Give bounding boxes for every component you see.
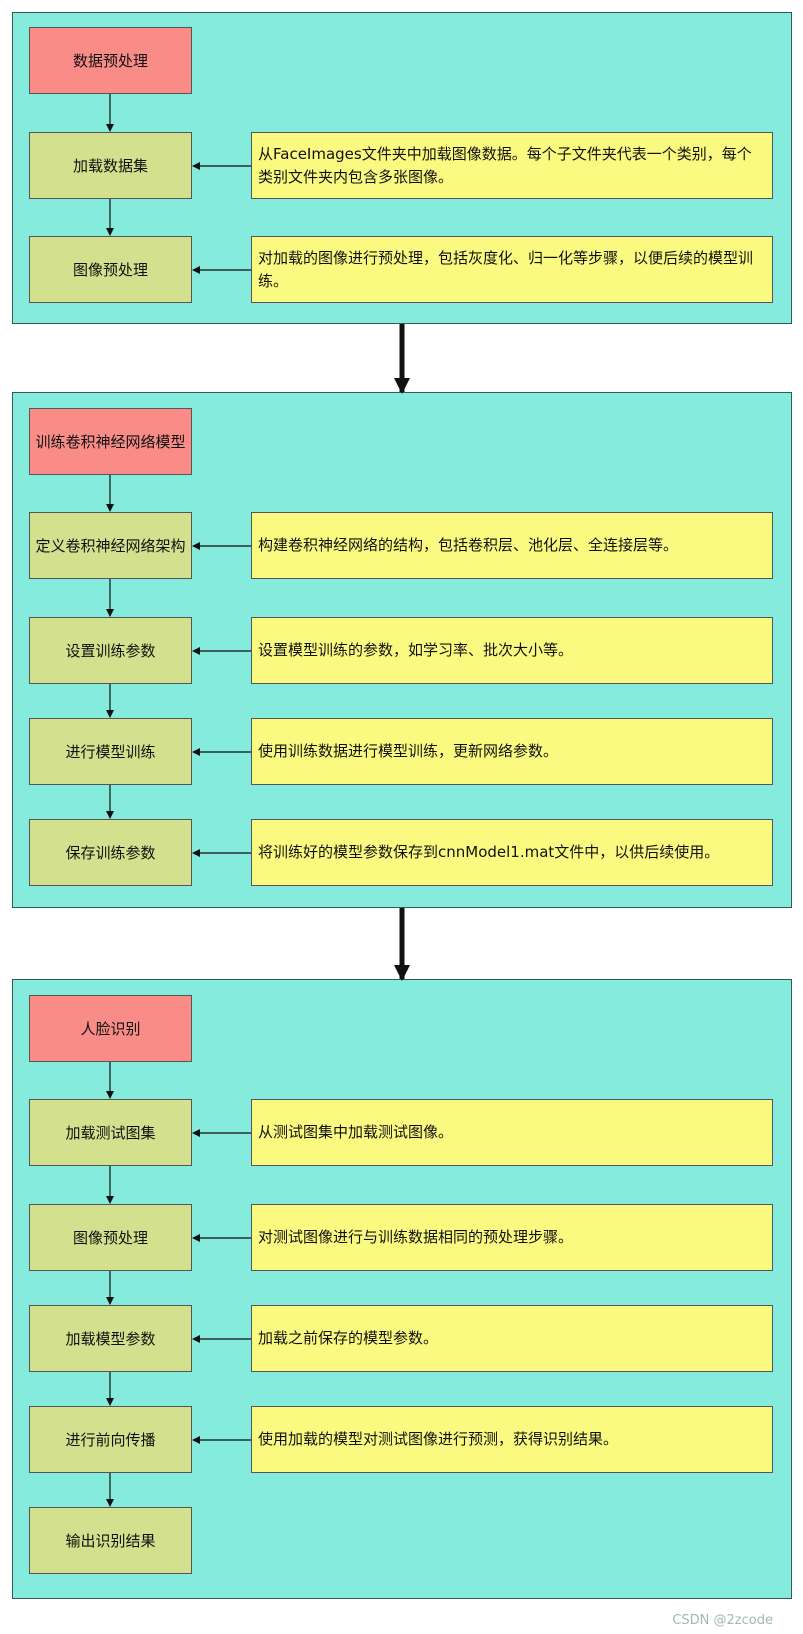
section-face-recognition: [12, 979, 792, 1599]
step-description: 设置模型训练的参数，如学习率、批次大小等。: [251, 617, 773, 684]
step-forward-propagation: 进行前向传播: [29, 1406, 192, 1473]
step-define-architecture: 定义卷积神经网络架构: [29, 512, 192, 579]
step-description: 构建卷积神经网络的结构，包括卷积层、池化层、全连接层等。: [251, 512, 773, 579]
section-title-box: 人脸识别: [29, 995, 192, 1062]
step-description: 使用训练数据进行模型训练，更新网络参数。: [251, 718, 773, 785]
step-test-preprocessing: 图像预处理: [29, 1204, 192, 1271]
step-load-dataset: 加载数据集: [29, 132, 192, 199]
step-train-model: 进行模型训练: [29, 718, 192, 785]
section-title-box: 数据预处理: [29, 27, 192, 94]
step-load-model-params: 加载模型参数: [29, 1305, 192, 1372]
step-description: 使用加载的模型对测试图像进行预测，获得识别结果。: [251, 1406, 773, 1473]
watermark: CSDN @2zcode: [672, 1613, 773, 1628]
step-description: 将训练好的模型参数保存到cnnModel1.mat文件中，以供后续使用。: [251, 819, 773, 886]
step-set-training-params: 设置训练参数: [29, 617, 192, 684]
step-image-preprocessing: 图像预处理: [29, 236, 192, 303]
step-description: 加载之前保存的模型参数。: [251, 1305, 773, 1372]
step-output-result: 输出识别结果: [29, 1507, 192, 1574]
step-load-test-set: 加载测试图集: [29, 1099, 192, 1166]
step-description: 从测试图集中加载测试图像。: [251, 1099, 773, 1166]
step-description: 从FaceImages文件夹中加载图像数据。每个子文件夹代表一个类别，每个类别文…: [251, 132, 773, 199]
section-title-box: 训练卷积神经网络模型: [29, 408, 192, 475]
step-description: 对加载的图像进行预处理，包括灰度化、归一化等步骤，以便后续的模型训练。: [251, 236, 773, 303]
step-description: 对测试图像进行与训练数据相同的预处理步骤。: [251, 1204, 773, 1271]
step-save-params: 保存训练参数: [29, 819, 192, 886]
